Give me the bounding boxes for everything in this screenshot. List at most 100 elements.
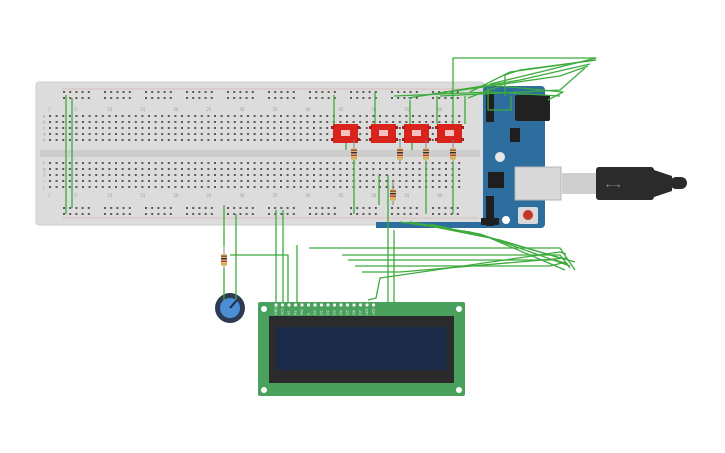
wire[interactable]: [452, 57, 597, 124]
breadboard-hole[interactable]: [280, 186, 282, 188]
breadboard-hole[interactable]: [68, 168, 71, 170]
breadboard-hole[interactable]: [49, 168, 51, 170]
breadboard-hole[interactable]: [121, 180, 124, 182]
breadboard-hole[interactable]: [266, 121, 269, 123]
breadboard-hole[interactable]: [154, 121, 157, 123]
breadboard-hole[interactable]: [161, 162, 164, 164]
breadboard-hole[interactable]: [233, 168, 236, 170]
breadboard-hole[interactable]: [418, 115, 421, 117]
breadboard-hole[interactable]: [326, 121, 329, 123]
breadboard-hole[interactable]: [187, 115, 190, 117]
breadboard-hole[interactable]: [247, 180, 249, 182]
breadboard-rail-hole[interactable]: [456, 91, 459, 93]
breadboard-rail-hole[interactable]: [157, 97, 160, 99]
breadboard-hole[interactable]: [220, 127, 223, 129]
breadboard-hole[interactable]: [458, 186, 461, 188]
breadboard-hole[interactable]: [365, 180, 368, 182]
breadboard-rail-hole[interactable]: [251, 207, 254, 209]
wire[interactable]: [487, 88, 512, 111]
breadboard-hole[interactable]: [200, 127, 203, 129]
breadboard-rail-hole[interactable]: [292, 207, 295, 209]
breadboard-hole[interactable]: [405, 180, 408, 182]
breadboard-hole[interactable]: [247, 127, 249, 129]
breadboard-hole[interactable]: [385, 115, 388, 117]
breadboard-hole[interactable]: [115, 133, 117, 135]
breadboard-hole[interactable]: [115, 180, 117, 182]
breadboard-hole[interactable]: [385, 168, 388, 170]
breadboard-hole[interactable]: [88, 174, 91, 176]
breadboard-hole[interactable]: [418, 162, 421, 164]
breadboard-hole[interactable]: [181, 186, 183, 188]
breadboard-rail-hole[interactable]: [186, 207, 188, 209]
breadboard-hole[interactable]: [306, 162, 309, 164]
breadboard-rail-hole[interactable]: [81, 91, 84, 93]
breadboard-rail-hole[interactable]: [374, 91, 377, 93]
breadboard-hole[interactable]: [431, 121, 434, 123]
breadboard-hole[interactable]: [55, 121, 58, 123]
breadboard-rail-hole[interactable]: [81, 213, 84, 215]
breadboard-rail-hole[interactable]: [292, 91, 295, 93]
breadboard-hole[interactable]: [412, 174, 414, 176]
breadboard-rail-hole[interactable]: [75, 207, 78, 209]
breadboard-hole[interactable]: [88, 168, 91, 170]
breadboard-hole[interactable]: [134, 139, 137, 141]
breadboard-hole[interactable]: [260, 121, 263, 123]
breadboard-rail-hole[interactable]: [163, 91, 166, 93]
breadboard-hole[interactable]: [379, 186, 381, 188]
wire[interactable]: [355, 261, 567, 267]
breadboard[interactable]: 1155101015152020252530303535404045455050…: [35, 81, 485, 226]
breadboard-hole[interactable]: [299, 186, 302, 188]
breadboard-hole[interactable]: [82, 115, 84, 117]
breadboard-rail-hole[interactable]: [198, 207, 201, 209]
breadboard-hole[interactable]: [405, 121, 408, 123]
breadboard-hole[interactable]: [286, 121, 289, 123]
breadboard-rail-hole[interactable]: [409, 207, 412, 209]
breadboard-rail-hole[interactable]: [391, 97, 393, 99]
breadboard-rail-hole[interactable]: [145, 97, 147, 99]
breadboard-hole[interactable]: [266, 168, 269, 170]
breadboard-rail-hole[interactable]: [450, 207, 453, 209]
breadboard-rail-hole[interactable]: [374, 213, 377, 215]
breadboard-hole[interactable]: [55, 186, 58, 188]
breadboard-rail-hole[interactable]: [415, 91, 418, 93]
breadboard-hole[interactable]: [154, 186, 157, 188]
breadboard-hole[interactable]: [359, 115, 362, 117]
breadboard-rail-hole[interactable]: [87, 207, 90, 209]
breadboard-hole[interactable]: [260, 174, 263, 176]
breadboard-hole[interactable]: [128, 174, 131, 176]
breadboard-hole[interactable]: [148, 180, 150, 182]
breadboard-hole[interactable]: [134, 186, 137, 188]
breadboard-hole[interactable]: [134, 115, 137, 117]
breadboard-hole[interactable]: [121, 186, 124, 188]
breadboard-hole[interactable]: [194, 115, 197, 117]
breadboard-hole[interactable]: [286, 186, 289, 188]
breadboard-hole[interactable]: [154, 139, 157, 141]
breadboard-hole[interactable]: [339, 168, 342, 170]
breadboard-hole[interactable]: [332, 162, 335, 164]
breadboard-hole[interactable]: [227, 121, 230, 123]
breadboard-hole[interactable]: [233, 115, 236, 117]
breadboard-hole[interactable]: [398, 121, 401, 123]
lcd-pin[interactable]: [345, 303, 350, 307]
breadboard-hole[interactable]: [200, 139, 203, 141]
breadboard-hole[interactable]: [352, 115, 355, 117]
breadboard-hole[interactable]: [379, 115, 381, 117]
breadboard-hole[interactable]: [148, 121, 150, 123]
breadboard-hole[interactable]: [240, 180, 243, 182]
breadboard-rail-hole[interactable]: [350, 91, 352, 93]
breadboard-hole[interactable]: [273, 115, 276, 117]
breadboard-hole[interactable]: [385, 162, 388, 164]
breadboard-rail-hole[interactable]: [192, 97, 195, 99]
breadboard-hole[interactable]: [306, 127, 309, 129]
breadboard-hole[interactable]: [82, 174, 84, 176]
breadboard-rail-hole[interactable]: [128, 91, 131, 93]
breadboard-hole[interactable]: [346, 115, 348, 117]
breadboard-hole[interactable]: [266, 174, 269, 176]
breadboard-hole[interactable]: [95, 180, 98, 182]
breadboard-hole[interactable]: [141, 186, 144, 188]
breadboard-hole[interactable]: [214, 115, 216, 117]
breadboard-hole[interactable]: [313, 121, 315, 123]
breadboard-hole[interactable]: [115, 115, 117, 117]
breadboard-rail-hole[interactable]: [274, 213, 277, 215]
breadboard-hole[interactable]: [148, 186, 150, 188]
